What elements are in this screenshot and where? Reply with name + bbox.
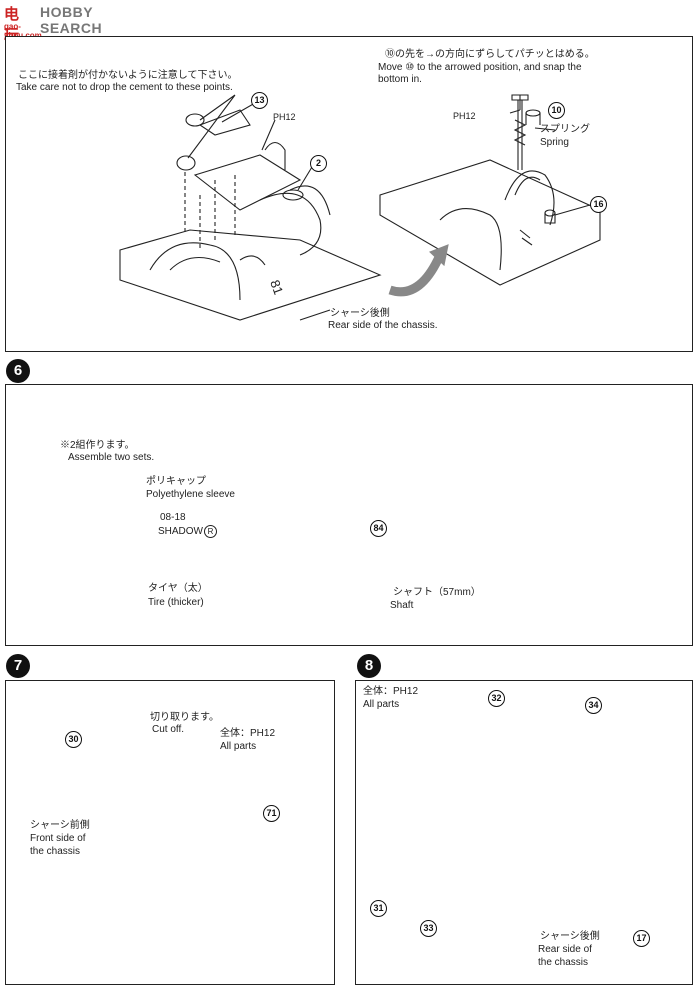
wheel-mark: R bbox=[204, 525, 217, 538]
sleeve-label-jp: ポリキャップ bbox=[146, 476, 206, 487]
logo-brand: HOBBY SEARCH bbox=[40, 4, 103, 36]
rear-chassis-8-en-2: the chassis bbox=[538, 957, 589, 968]
svg-text:81: 81 bbox=[267, 278, 286, 297]
step8-all-jp: 全体：PH12 bbox=[363, 686, 419, 697]
step-7-badge: 7 bbox=[6, 654, 30, 678]
rear-chassis-jp: シャーシ後側 bbox=[330, 308, 390, 319]
cut-off-jp: 切り取ります。 bbox=[150, 712, 219, 723]
step5-right-chassis bbox=[379, 94, 601, 286]
part-16: 16 bbox=[590, 196, 607, 213]
wheel-name-text: SHADOW bbox=[158, 526, 203, 537]
part-13: 13 bbox=[251, 92, 268, 109]
step6-note-en: Assemble two sets. bbox=[68, 452, 155, 463]
step5-note-right-jp: ⑩の先を→の方向にずらしてパチッとはめる。 bbox=[385, 49, 595, 60]
step5-note-left-jp: ここに接着剤が付かないように注意して下さい。 bbox=[18, 70, 238, 81]
step5-note-right-en-1: Move ⑩ to the arrowed position, and snap… bbox=[378, 62, 582, 73]
part-17: 17 bbox=[633, 930, 650, 947]
step6-panel bbox=[5, 384, 693, 646]
part-30: 30 bbox=[65, 731, 82, 748]
step5-left-chassis: 81 bbox=[119, 109, 382, 321]
step7-all-jp: 全体：PH12 bbox=[220, 728, 276, 739]
part-32: 32 bbox=[488, 690, 505, 707]
tire-label-jp: タイヤ（太） bbox=[148, 583, 208, 594]
front-chassis-en-1: Front side of bbox=[30, 833, 86, 844]
step5-ph12-left: PH12 bbox=[273, 112, 296, 122]
front-chassis-en-2: the chassis bbox=[30, 846, 81, 857]
spring-label-jp: スプリング bbox=[540, 124, 590, 135]
spring-label-en: Spring bbox=[540, 137, 569, 148]
step7-panel bbox=[5, 680, 335, 985]
shaft-label-jp: シャフト（57mm） bbox=[393, 587, 481, 598]
step-6-badge: 6 bbox=[6, 359, 30, 383]
part-71: 71 bbox=[263, 805, 280, 822]
part-2: 2 bbox=[310, 155, 327, 172]
part-33: 33 bbox=[420, 920, 437, 937]
sleeve-label-en: Polyethylene sleeve bbox=[146, 489, 235, 500]
front-chassis-jp: シャーシ前側 bbox=[30, 820, 90, 831]
step7-all-en: All parts bbox=[220, 741, 257, 752]
step5-ph12-right: PH12 bbox=[453, 111, 476, 121]
part-10: 10 bbox=[548, 102, 565, 119]
part-84: 84 bbox=[370, 520, 387, 537]
rear-chassis-8-en-1: Rear side of bbox=[538, 944, 592, 955]
cut-off-en: Cut off. bbox=[152, 724, 185, 735]
step5-note-right-en-2: bottom in. bbox=[378, 74, 422, 85]
part-31: 31 bbox=[370, 900, 387, 917]
logo-url: gao-shou.com bbox=[4, 22, 42, 40]
step6-note-jp: ※2組作ります。 bbox=[60, 440, 135, 451]
part-34: 34 bbox=[585, 697, 602, 714]
rear-chassis-8-jp: シャーシ後側 bbox=[540, 931, 600, 942]
step5-note-left-en: Take care not to drop the cement to thes… bbox=[16, 82, 233, 93]
shaft-label-en: Shaft bbox=[390, 600, 414, 611]
wheel-code: 08-18 bbox=[160, 512, 186, 523]
step-8-badge: 8 bbox=[357, 654, 381, 678]
step5-panel bbox=[5, 36, 693, 352]
rear-chassis-en: Rear side of the chassis. bbox=[328, 320, 438, 331]
tire-label-en: Tire (thicker) bbox=[148, 597, 204, 608]
step8-all-en: All parts bbox=[363, 699, 400, 710]
